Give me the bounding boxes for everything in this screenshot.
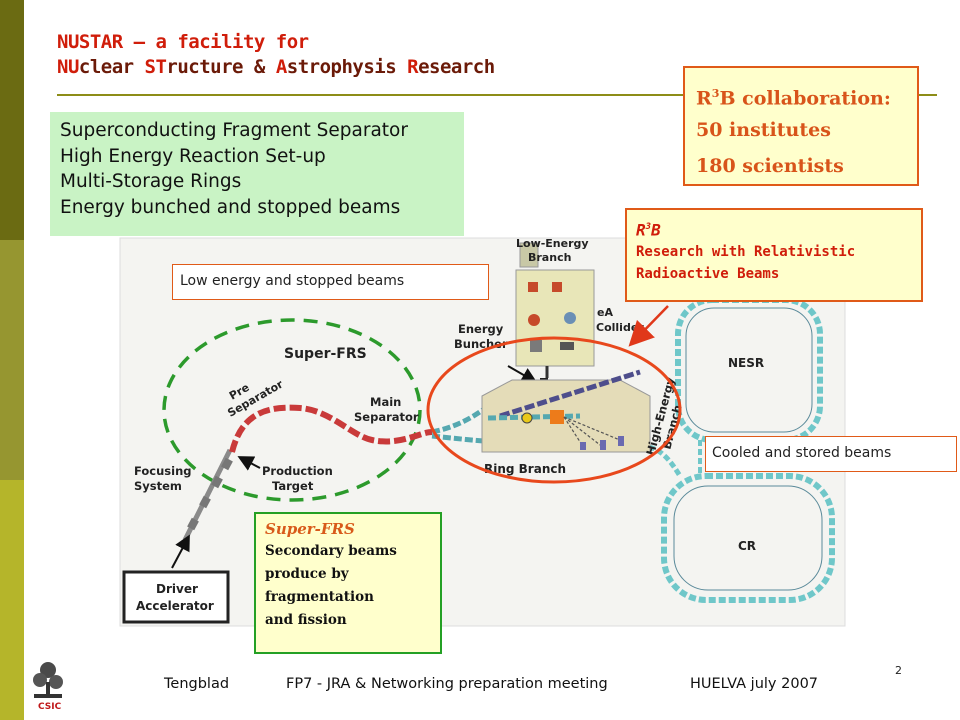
title-text-segment: esearch xyxy=(418,56,495,78)
super-frs-name: Super-FRS xyxy=(265,520,355,538)
detector-setup xyxy=(550,410,564,424)
facility-item: High Energy Reaction Set-up xyxy=(60,145,326,167)
driver-arrow xyxy=(171,534,190,569)
title-highlight-letters: ST xyxy=(144,56,167,78)
r3b-pointer-arrow xyxy=(628,305,669,347)
footer-meeting: FP7 - JRA & Networking preparation meeti… xyxy=(286,676,608,692)
production-target-arrow xyxy=(237,456,261,471)
page-number: 2 xyxy=(895,664,902,677)
collaboration-box: R3B collaboration: 50 institutes 180 sci… xyxy=(683,66,919,186)
title-text-segment: strophysis xyxy=(286,56,408,78)
csic-logo-text: CSIC xyxy=(38,702,62,712)
footer-author: Tengblad xyxy=(164,676,230,692)
title-text-segment: ructure & xyxy=(166,56,276,78)
super-frs-desc-line: and fission xyxy=(265,612,347,628)
super-frs-diagram-label: Super-FRS xyxy=(284,346,367,362)
super-frs-desc-line: Secondary beams xyxy=(265,543,397,559)
low-energy-callout: Low energy and stopped beams xyxy=(172,264,489,300)
low-energy-branch-components xyxy=(528,282,576,352)
super-frs-desc-line: fragmentation xyxy=(265,589,374,605)
reaction-target xyxy=(521,412,533,424)
cr-ring-inner xyxy=(673,485,823,591)
r3b-desc-2: Radioactive Beams xyxy=(636,266,780,283)
super-frs-desc-line: produce by xyxy=(265,566,349,582)
csic-logo xyxy=(33,662,63,698)
title-line-2: NUclear STructure & Astrophysis Research xyxy=(57,55,495,80)
r3b-desc-1: Research with Relativistic xyxy=(636,244,856,261)
collaboration-scientists: 180 scientists xyxy=(696,155,844,177)
footer-venue: HUELVA july 2007 xyxy=(690,676,819,692)
title-rule xyxy=(57,94,937,96)
low-energy-branch-top xyxy=(519,242,539,268)
cr-ring xyxy=(661,473,835,603)
r3b-name: R3B xyxy=(636,220,661,240)
focusing-magnets xyxy=(187,457,233,531)
slide-title: NUSTAR – a facility for NUclear STructur… xyxy=(57,30,495,80)
cooled-callout: Cooled and stored beams xyxy=(705,436,957,472)
r3b-highlight-ellipse xyxy=(426,336,682,484)
facility-item: Superconducting Fragment Separator xyxy=(60,120,408,141)
facility-item: Multi-Storage Rings xyxy=(60,171,242,192)
side-bar-middle xyxy=(0,240,24,480)
nesr-ring-inner xyxy=(685,307,813,433)
collaboration-institutes: 50 institutes xyxy=(696,119,831,141)
title-highlight-letters: A xyxy=(275,56,287,78)
side-bar-top xyxy=(0,0,24,240)
facility-item: Energy bunched and stopped beams xyxy=(60,196,401,218)
side-bar-bottom xyxy=(0,480,24,720)
title-highlight-letters: NU xyxy=(57,56,79,78)
high-energy-beamline xyxy=(499,369,641,419)
detector-elements xyxy=(580,436,624,450)
title-highlight-letters: R xyxy=(407,56,419,78)
super-frs-box: Super-FRS Secondary beams produce by fra… xyxy=(254,512,442,654)
r3b-box: R3B Research with Relativistic Radioacti… xyxy=(625,208,923,302)
title-line-1: NUSTAR – a facility for xyxy=(57,31,309,53)
pre-separator-beamline xyxy=(229,404,433,453)
title-text-segment: clear xyxy=(78,56,145,78)
high-energy-beamline-2 xyxy=(487,413,581,421)
collaboration-heading: R3B collaboration: xyxy=(696,87,891,110)
driver-accelerator-box xyxy=(122,570,230,624)
energy-buncher-arrow xyxy=(507,365,538,383)
ring-branch-label: Ring Branch xyxy=(484,462,566,476)
facilities-box: Superconducting Fragment Separator High … xyxy=(50,112,464,236)
nesr-label: NESR xyxy=(728,356,764,370)
super-frs-ellipse xyxy=(162,318,422,502)
cr-label: CR xyxy=(738,539,756,553)
